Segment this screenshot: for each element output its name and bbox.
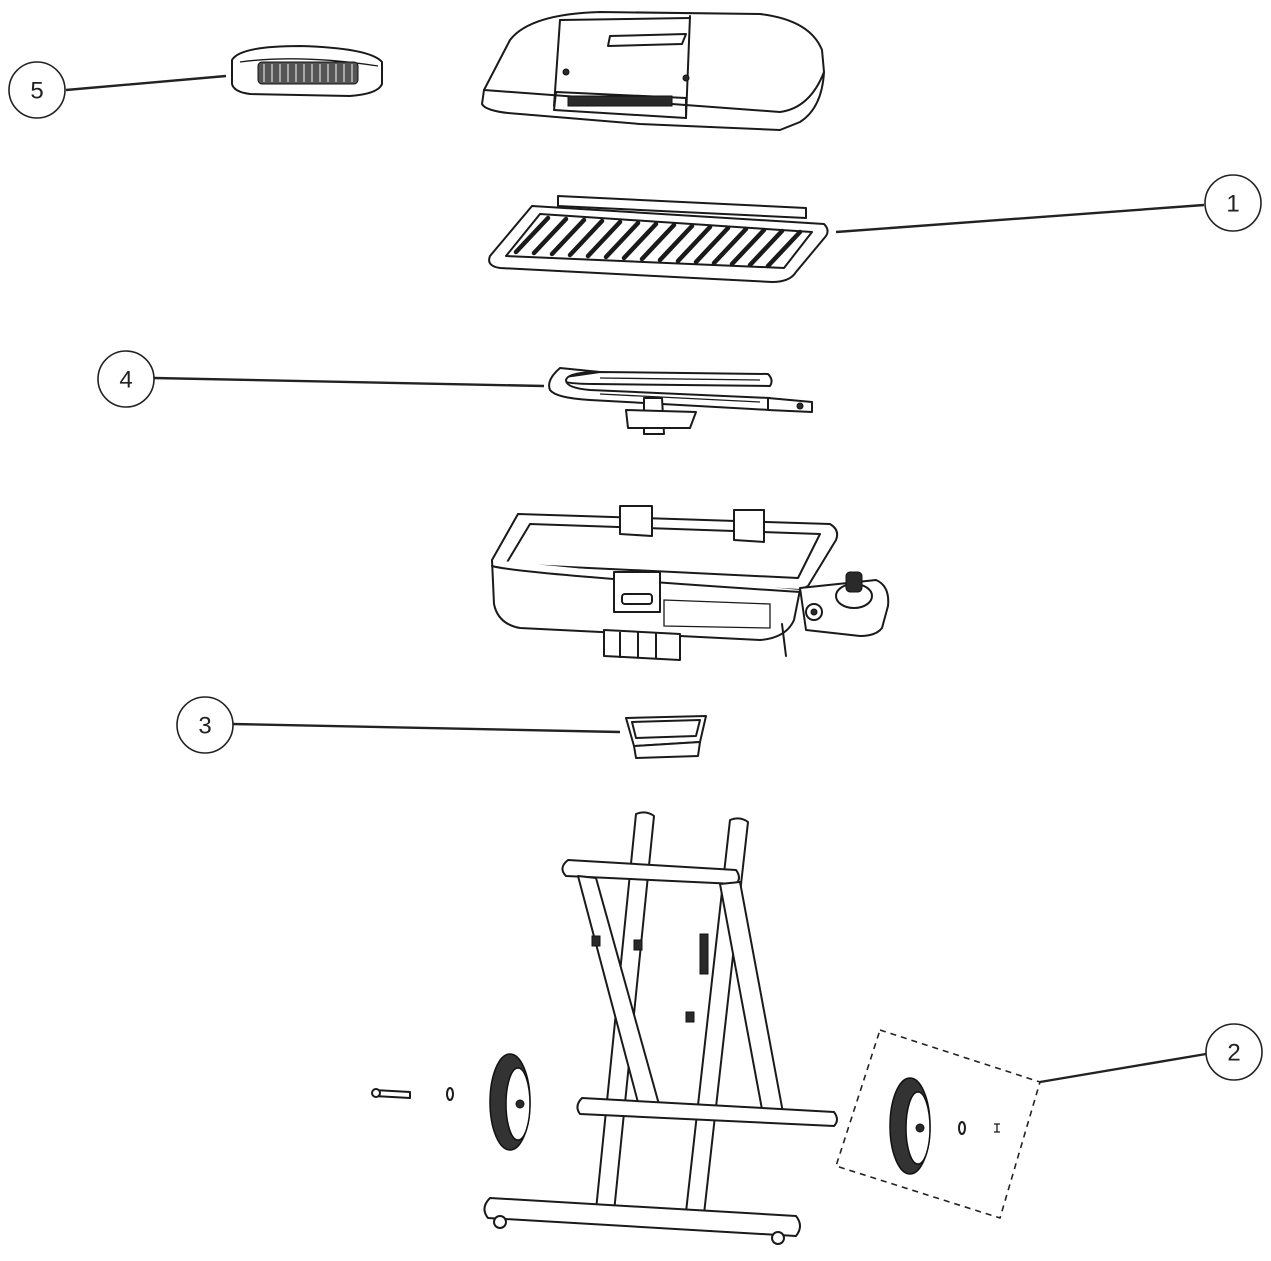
callout-4-label: 4 — [119, 367, 132, 394]
callout-3-label: 3 — [198, 713, 211, 740]
callout-1: 1 — [1204, 174, 1262, 232]
leader-line-3 — [231, 722, 621, 734]
leader-line-1 — [835, 203, 1205, 234]
wheel-kit-part — [834, 1028, 1041, 1220]
leader-lines — [65, 74, 1207, 1084]
grease-cup-part — [625, 715, 707, 759]
burner-part — [548, 367, 813, 435]
callout-2-label: 2 — [1227, 1040, 1240, 1067]
left-wheel-assembly — [371, 1053, 531, 1151]
grill-lid-part — [481, 11, 825, 131]
callout-5: 5 — [8, 61, 66, 119]
callout-2: 2 — [1205, 1023, 1263, 1081]
leader-line-5 — [65, 74, 227, 92]
callout-4: 4 — [97, 350, 155, 408]
firebox-part — [491, 505, 890, 661]
leader-line-4 — [153, 376, 545, 388]
cart-frame-part — [483, 811, 838, 1245]
callout-5-label: 5 — [30, 78, 43, 105]
leader-line-2 — [1039, 1052, 1207, 1084]
cooking-grate-part — [488, 195, 829, 283]
callout-3: 3 — [176, 696, 234, 754]
lid-handle-part — [231, 45, 383, 97]
callout-1-label: 1 — [1226, 191, 1239, 218]
